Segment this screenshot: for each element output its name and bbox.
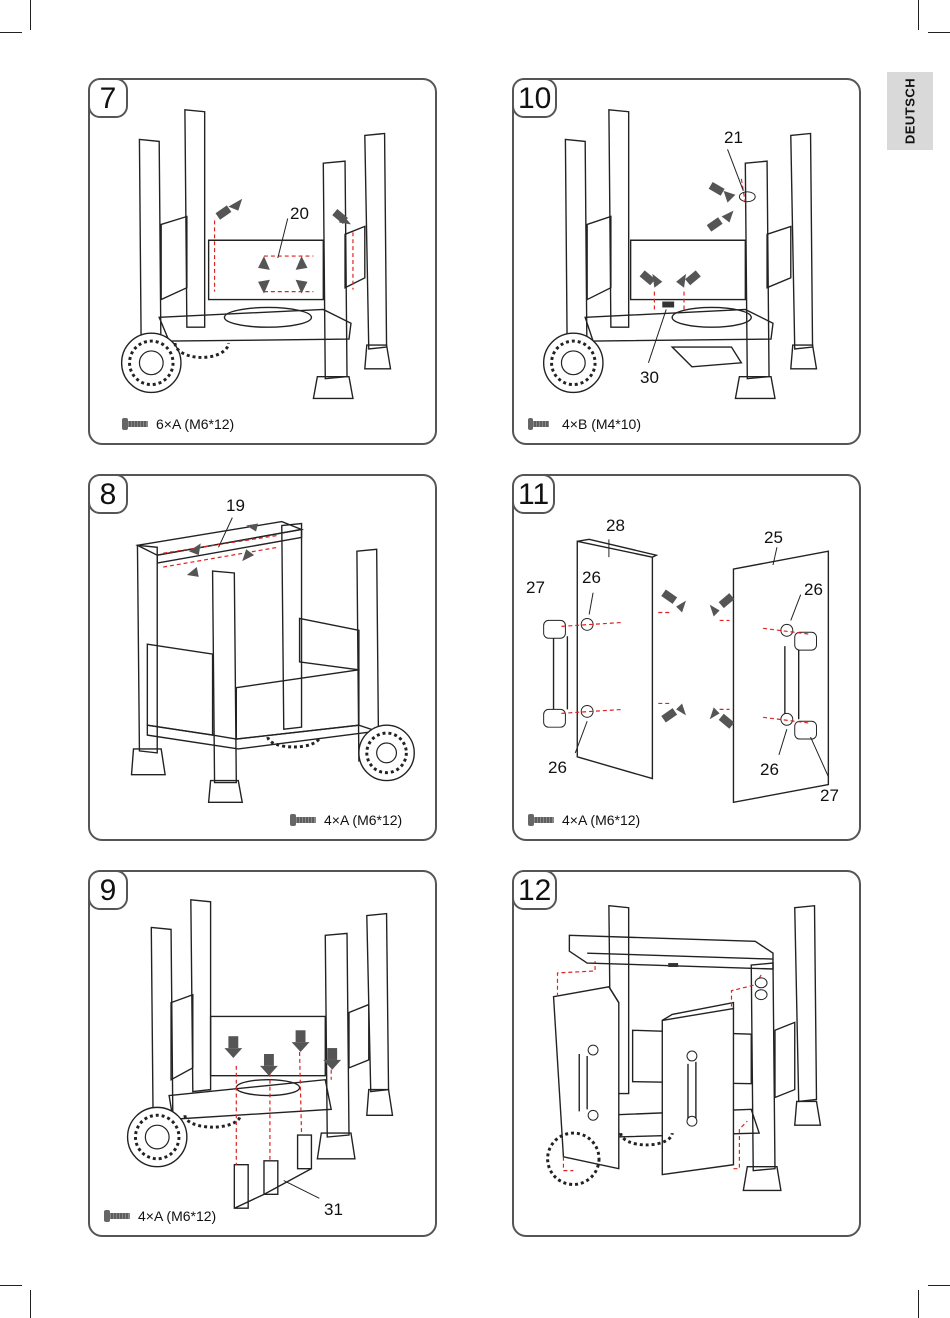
screw-requirement: 4×A (M6*12) [528,812,640,828]
callout-19: 19 [226,496,245,516]
callout-25: 25 [764,528,783,548]
screw-quantity: 4×A (M6*12) [562,812,640,828]
step-7-illustration [90,80,435,443]
screw-requirement: 4×A (M6*12) [104,1208,216,1224]
screw-quantity: 4×A (M6*12) [138,1208,216,1224]
step-7-panel: 7 [88,78,437,445]
step-10-illustration [514,80,859,443]
crop-mark [918,1290,919,1318]
screw-icon [104,1209,130,1223]
step-11-illustration [514,476,859,839]
callout-26: 26 [582,568,601,588]
step-8-panel: 8 19 [88,474,437,841]
callout-31: 31 [324,1200,343,1220]
callout-28: 28 [606,516,625,536]
screw-icon [122,417,148,431]
callout-20: 20 [290,204,309,224]
step-8-illustration [90,476,435,839]
step-11-panel: 11 [512,474,861,841]
screw-quantity: 6×A (M6*12) [156,416,234,432]
screw-icon [528,813,554,827]
step-9-illustration [90,872,435,1235]
callout-30: 30 [640,368,659,388]
screw-requirement: 4×B (M4*10) [528,416,641,432]
crop-mark [928,1285,950,1286]
crop-mark [0,32,22,33]
callout-27: 27 [820,786,839,806]
step-10-panel: 10 [512,78,861,445]
crop-mark [0,1285,22,1286]
crop-mark [30,1290,31,1318]
crop-mark [918,0,919,30]
screw-requirement: 4×A (M6*12) [290,812,402,828]
language-tab: DEUTSCH [887,72,933,150]
callout-21: 21 [724,128,743,148]
screw-requirement: 6×A (M6*12) [122,416,234,432]
step-9-panel: 9 [88,870,437,1237]
crop-mark [928,32,950,33]
step-12-illustration [514,872,859,1235]
callout-26: 26 [760,760,779,780]
step-12-panel: 12 [512,870,861,1237]
language-label: DEUTSCH [903,78,918,144]
callout-26: 26 [804,580,823,600]
screw-quantity: 4×A (M6*12) [324,812,402,828]
callout-26: 26 [548,758,567,778]
crop-mark [30,0,31,30]
screw-icon [290,813,316,827]
screw-icon [528,417,554,431]
callout-27: 27 [526,578,545,598]
screw-quantity: 4×B (M4*10) [562,416,641,432]
